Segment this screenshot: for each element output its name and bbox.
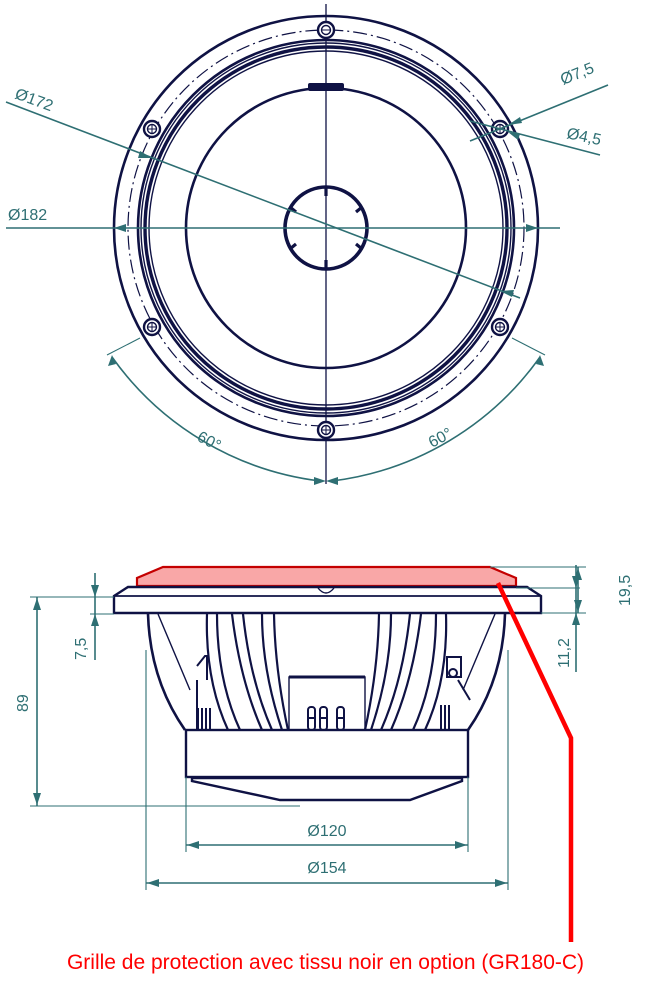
dim-outer-diameter: Ø182 — [6, 207, 560, 232]
connector-right — [440, 656, 471, 730]
label-grille-protrusion: 11,2 — [556, 638, 573, 668]
label-flange-thickness: 7,5 — [73, 638, 90, 660]
label-angle-left: 60° — [194, 429, 223, 455]
grille-caption: Grille de protection avec tissu noir en … — [66, 951, 585, 974]
label-magnet-diameter: Ø120 — [307, 823, 346, 840]
dim-cutout-diameter: Ø154 — [146, 860, 508, 887]
label-cutout-diameter: Ø154 — [307, 860, 346, 877]
label-angle-right: 60° — [426, 425, 455, 451]
front-view: Ø182 Ø172 Ø7,5 Ø4,5 60° — [5, 4, 609, 485]
dim-magnet-diameter: Ø120 — [186, 823, 468, 849]
label-hole-inner: Ø4,5 — [565, 125, 603, 149]
mounting-hole-bottom-right — [490, 317, 510, 337]
basket-left-curve — [146, 613, 187, 731]
terminals — [307, 706, 345, 731]
back-plate — [190, 776, 464, 802]
dim-mount-circle: Ø172 — [5, 86, 521, 299]
label-hole-outer: Ø7,5 — [558, 60, 597, 89]
label-mount-circle: Ø172 — [13, 86, 56, 115]
magnet — [184, 728, 470, 779]
mounting-hole-bottom-left — [142, 317, 162, 337]
mounting-hole-top-left — [142, 119, 162, 139]
connector-left — [196, 655, 211, 730]
mounting-hole-bottom — [316, 420, 336, 440]
protection-grille — [135, 565, 518, 588]
mounting-hole-top — [316, 20, 336, 40]
label-total-depth: 89 — [15, 694, 32, 712]
side-view: 89 7,5 19,5 11,2 — [15, 565, 634, 942]
grille-leader-line — [495, 582, 574, 942]
label-outer-diameter: Ø182 — [8, 207, 47, 224]
basket-spokes-left — [205, 613, 290, 731]
label-grille-height: 19,5 — [617, 575, 634, 606]
dim-hole-diameters: Ø7,5 Ø4,5 — [469, 60, 609, 156]
basket-right-curve — [466, 613, 507, 731]
dim-total-depth: 89 — [15, 596, 300, 807]
mounting-flange — [112, 585, 543, 615]
dim-flange-thickness: 7,5 — [73, 573, 114, 660]
basket-spokes-right — [363, 613, 448, 731]
dim-grille-protrusion: 11,2 — [556, 565, 580, 672]
flange-notch — [317, 587, 335, 594]
